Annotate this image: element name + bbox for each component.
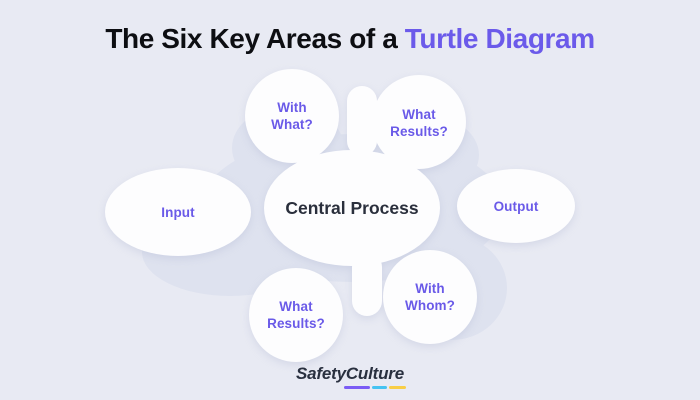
node-label-with-whom: With Whom? (405, 281, 455, 313)
node-label-output: Output (493, 199, 539, 214)
turtle-body-group (105, 69, 575, 362)
title-prefix: The Six Key Areas of a (105, 23, 405, 54)
input-ellipse (105, 168, 251, 256)
central-process-body (264, 150, 440, 266)
footer: SafetyCulture (0, 364, 700, 389)
node-label-what-results-top: What Results? (390, 107, 448, 139)
safetyculture-logo: SafetyCulture (296, 364, 406, 389)
logo-underline-cyan (371, 385, 387, 389)
logo-underline (343, 385, 406, 389)
leg-circle-top-left (245, 69, 339, 163)
output-ellipse (457, 169, 575, 243)
title-highlight: Turtle Diagram (404, 23, 595, 54)
leg-circle-bottom-left (249, 268, 343, 362)
leg-circle-bottom-right (383, 250, 477, 344)
bottom-neck-shape (352, 252, 382, 316)
leg-circle-top-right (372, 75, 466, 169)
node-label-input: Input (161, 205, 195, 220)
node-label-what-results-bottom: What Results? (267, 299, 325, 331)
logo-underline-yellow (388, 385, 406, 389)
top-neck-shape (347, 86, 377, 156)
page-title: The Six Key Areas of a Turtle Diagram (0, 22, 700, 56)
safetyculture-logo-text: SafetyCulture (296, 364, 404, 383)
logo-underline-purple (343, 385, 370, 389)
central-process-label: Central Process (285, 198, 419, 218)
node-label-with-what: With What? (271, 100, 313, 132)
